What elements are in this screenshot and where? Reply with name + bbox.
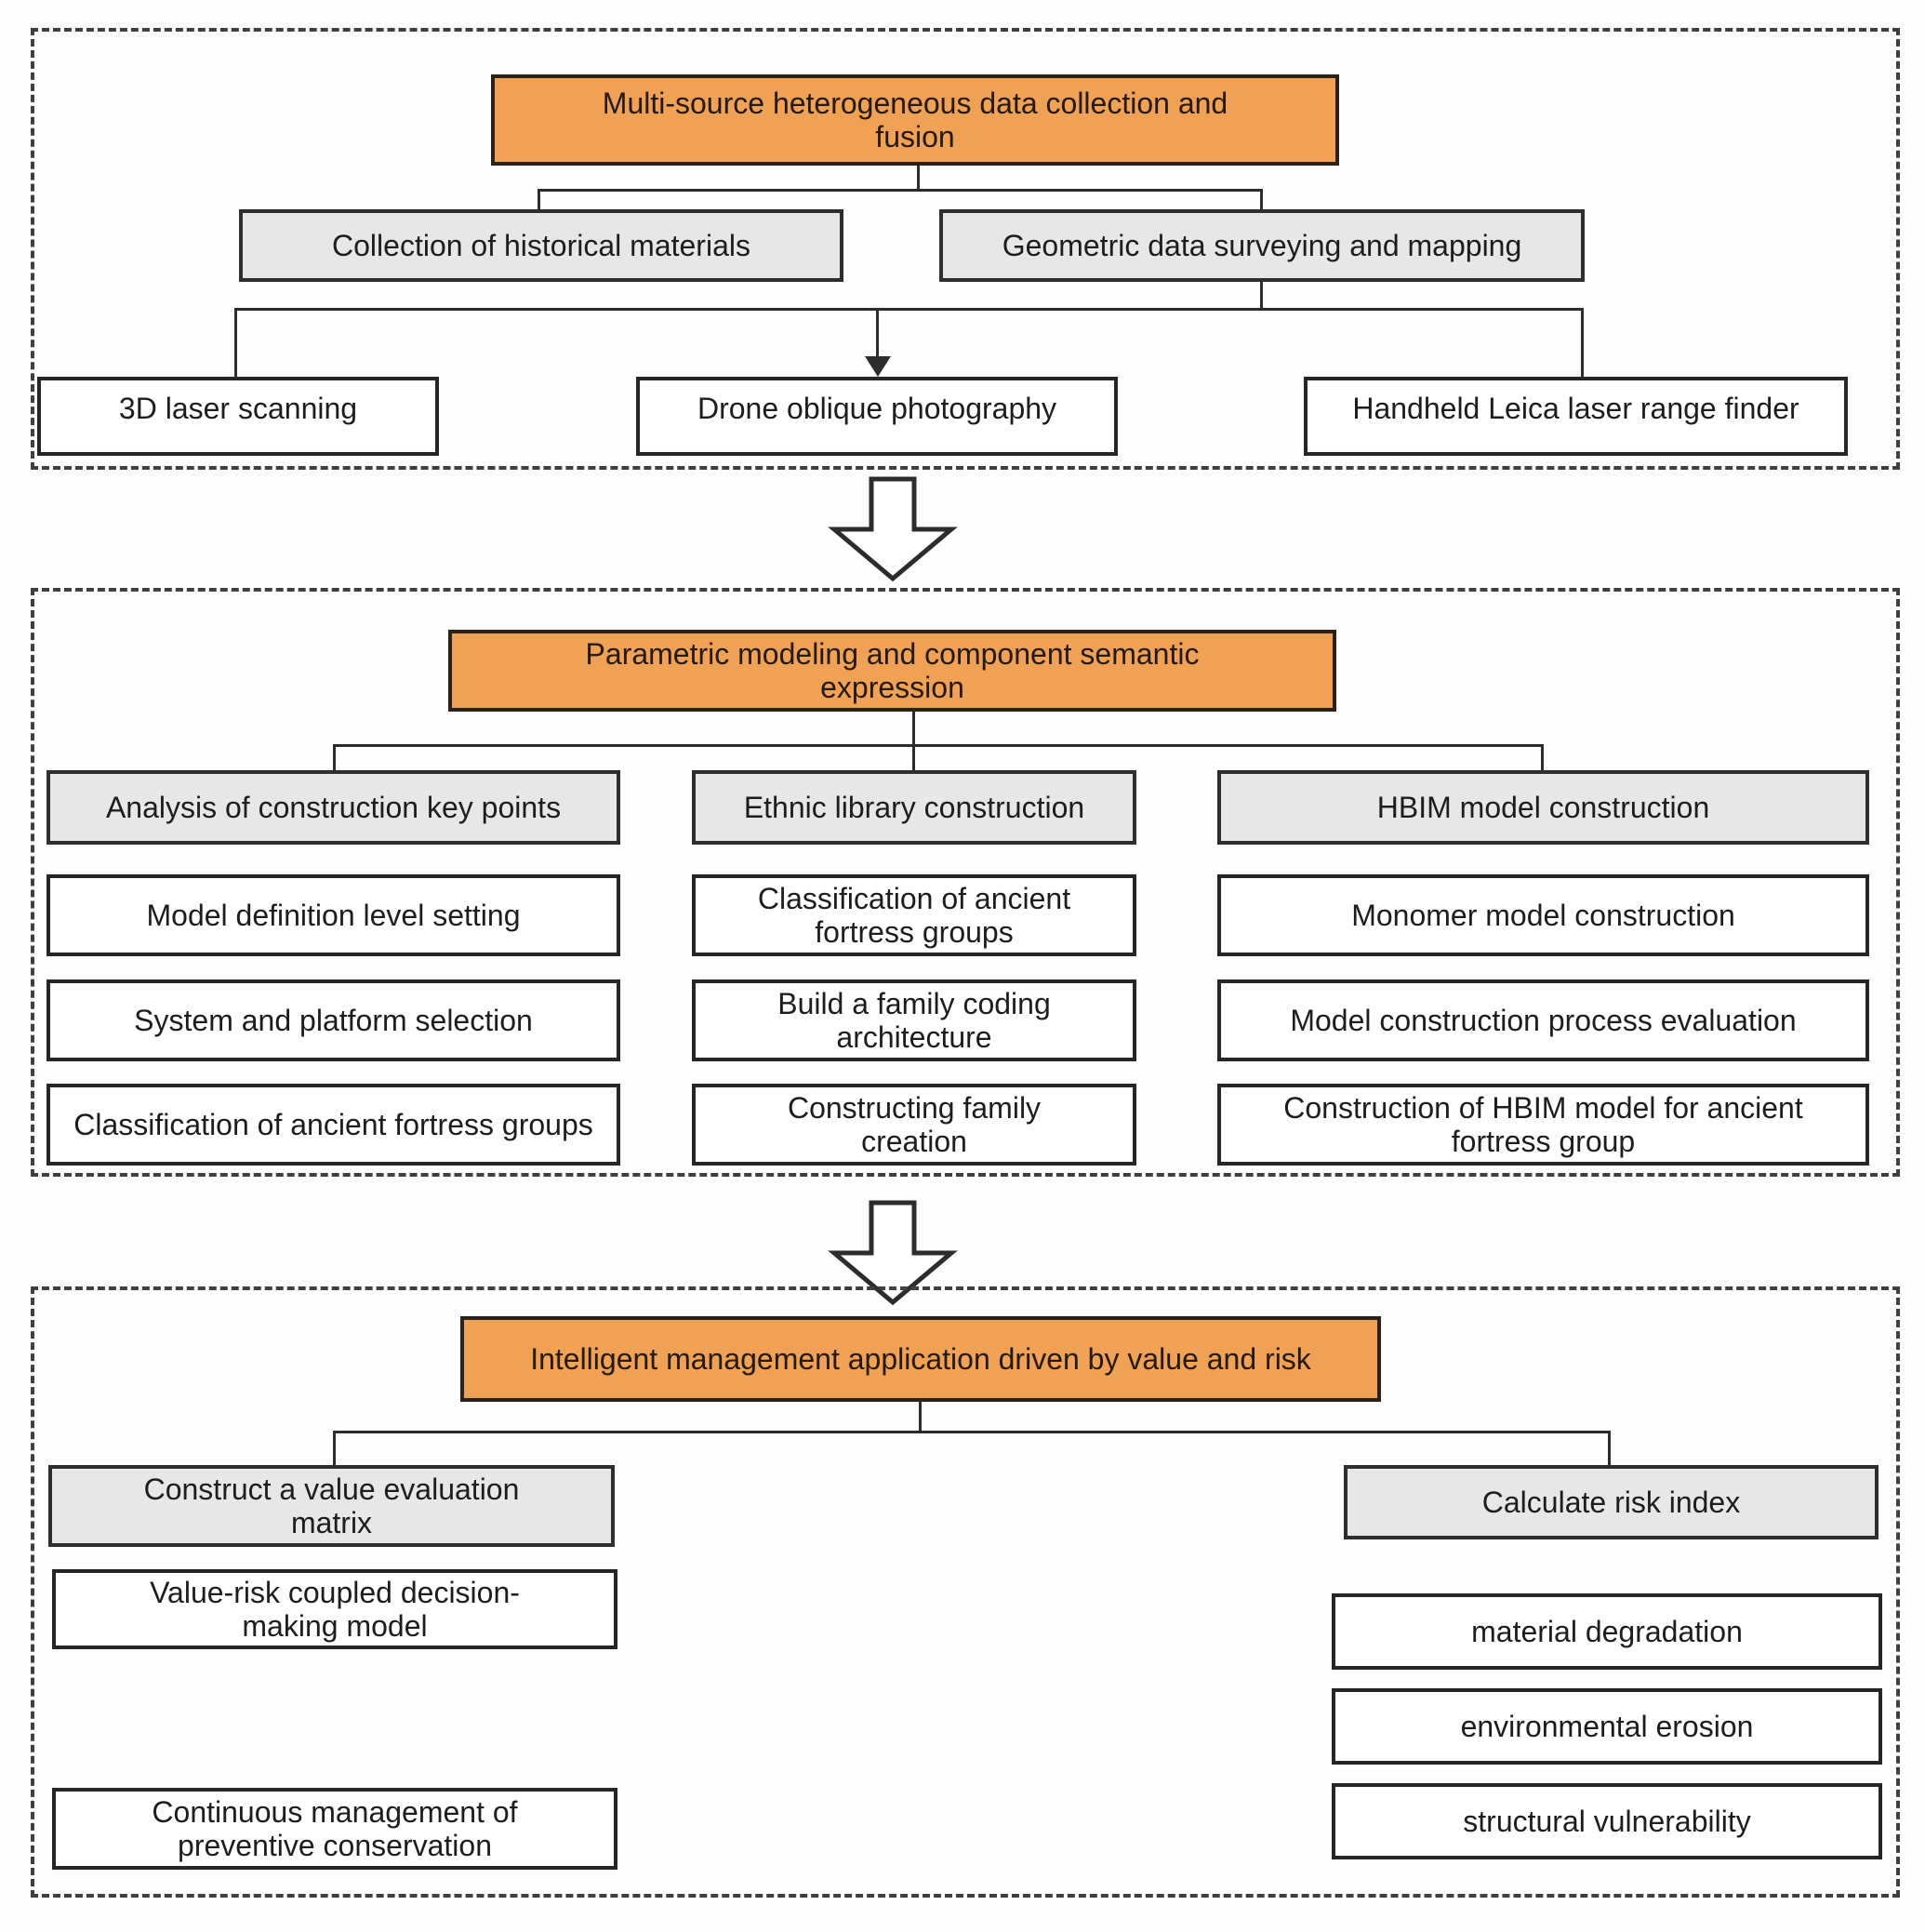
node-constructing-family: Constructing family creation bbox=[692, 1084, 1136, 1166]
node-multi-source-title-label: Multi-source heterogeneous data collecti… bbox=[602, 86, 1228, 153]
node-process-evaluation-label: Model construction process evaluation bbox=[1290, 1003, 1797, 1037]
node-intelligent-title-label: Intelligent management application drive… bbox=[530, 1341, 1311, 1376]
flow-arrow-down-icon bbox=[828, 476, 958, 582]
node-classification-fortress-ethnic: Classification of ancient fortress group… bbox=[692, 874, 1136, 956]
node-monomer-model: Monomer model construction bbox=[1217, 874, 1869, 956]
node-hbim-ancient-fortress-label: Construction of HBIM model for ancient f… bbox=[1283, 1090, 1803, 1158]
node-collection-historical: Collection of historical materials bbox=[239, 209, 843, 282]
node-leica-range-finder-label: Handheld Leica laser range finder bbox=[1352, 392, 1799, 425]
connector-line bbox=[912, 712, 915, 744]
node-structural-vulnerability-label: structural vulnerability bbox=[1463, 1804, 1751, 1838]
node-hbim-construction-label: HBIM model construction bbox=[1376, 790, 1710, 824]
node-value-risk-model-label: Value-risk coupled decision-making model bbox=[150, 1575, 520, 1643]
node-model-definition-label: Model definition level setting bbox=[146, 898, 521, 932]
node-3d-laser-scanning: 3D laser scanning bbox=[37, 377, 439, 456]
node-environmental-erosion-label: environmental erosion bbox=[1460, 1709, 1754, 1743]
node-value-matrix-label: Construct a value evaluation matrix bbox=[143, 1472, 520, 1539]
node-hbim-ancient-fortress: Construction of HBIM model for ancient f… bbox=[1217, 1084, 1869, 1166]
node-monomer-model-label: Monomer model construction bbox=[1351, 898, 1735, 932]
connector-line bbox=[876, 308, 879, 358]
node-drone-photography-label: Drone oblique photography bbox=[697, 392, 1057, 425]
node-material-degradation: material degradation bbox=[1332, 1593, 1882, 1670]
section-intelligent-management-frame bbox=[31, 1286, 1900, 1898]
connector-line bbox=[1260, 282, 1263, 308]
node-environmental-erosion: environmental erosion bbox=[1332, 1688, 1882, 1765]
node-classification-fortress-analysis: Classification of ancient fortress group… bbox=[46, 1084, 620, 1166]
node-model-definition: Model definition level setting bbox=[46, 874, 620, 956]
node-continuous-management: Continuous management of preventive cons… bbox=[52, 1788, 617, 1870]
section-data-collection-frame bbox=[31, 28, 1900, 470]
node-ethnic-library-label: Ethnic library construction bbox=[743, 790, 1085, 824]
connector-line bbox=[917, 166, 920, 189]
node-analysis-key-points-label: Analysis of construction key points bbox=[105, 790, 562, 824]
node-classification-fortress-analysis-label: Classification of ancient fortress group… bbox=[73, 1107, 593, 1141]
node-classification-fortress-ethnic-label: Classification of ancient fortress group… bbox=[757, 881, 1071, 949]
node-drone-photography: Drone oblique photography bbox=[636, 377, 1118, 456]
node-structural-vulnerability: structural vulnerability bbox=[1332, 1783, 1882, 1859]
node-constructing-family-label: Constructing family creation bbox=[787, 1090, 1042, 1158]
node-analysis-key-points: Analysis of construction key points bbox=[46, 770, 620, 845]
node-system-platform: System and platform selection bbox=[46, 979, 620, 1061]
node-risk-index-label: Calculate risk index bbox=[1481, 1485, 1741, 1519]
node-3d-laser-scanning-label: 3D laser scanning bbox=[118, 392, 358, 425]
node-collection-historical-label: Collection of historical materials bbox=[332, 228, 750, 262]
section-parametric-modeling-frame bbox=[31, 588, 1900, 1177]
connector-line bbox=[234, 308, 237, 377]
connector-line bbox=[1541, 744, 1544, 770]
node-leica-range-finder: Handheld Leica laser range finder bbox=[1304, 377, 1848, 456]
node-ethnic-library: Ethnic library construction bbox=[692, 770, 1136, 845]
connector-line bbox=[333, 1431, 1611, 1433]
node-system-platform-label: System and platform selection bbox=[134, 1003, 533, 1037]
node-hbim-construction: HBIM model construction bbox=[1217, 770, 1869, 845]
node-continuous-management-label: Continuous management of preventive cons… bbox=[152, 1794, 518, 1862]
node-geometric-survey-label: Geometric data surveying and mapping bbox=[1002, 228, 1522, 262]
connector-line bbox=[1581, 308, 1584, 377]
connector-line bbox=[538, 189, 540, 209]
connector-line bbox=[333, 744, 1544, 747]
connector-line bbox=[919, 1402, 922, 1431]
node-value-matrix: Construct a value evaluation matrix bbox=[48, 1465, 615, 1547]
node-risk-index: Calculate risk index bbox=[1344, 1465, 1879, 1539]
node-family-coding-label: Build a family coding architecture bbox=[777, 986, 1051, 1054]
connector-line bbox=[1608, 1431, 1611, 1465]
node-multi-source-title: Multi-source heterogeneous data collecti… bbox=[491, 74, 1339, 166]
node-material-degradation-label: material degradation bbox=[1471, 1614, 1743, 1648]
node-family-coding: Build a family coding architecture bbox=[692, 979, 1136, 1061]
connector-line bbox=[538, 189, 1263, 192]
connector-line bbox=[1260, 189, 1263, 209]
node-value-risk-model: Value-risk coupled decision-making model bbox=[52, 1569, 617, 1649]
node-parametric-title-label: Parametric modeling and component semant… bbox=[585, 636, 1200, 704]
node-parametric-title: Parametric modeling and component semant… bbox=[448, 630, 1336, 712]
flow-arrow-down-icon bbox=[828, 1200, 958, 1306]
connector-line bbox=[912, 744, 915, 770]
node-process-evaluation: Model construction process evaluation bbox=[1217, 979, 1869, 1061]
node-geometric-survey: Geometric data surveying and mapping bbox=[939, 209, 1585, 282]
node-intelligent-title: Intelligent management application drive… bbox=[460, 1316, 1381, 1402]
connector-line bbox=[333, 1431, 336, 1465]
connector-line bbox=[333, 744, 336, 770]
connector-line bbox=[234, 308, 1583, 311]
arrowhead-down-icon bbox=[865, 356, 891, 377]
